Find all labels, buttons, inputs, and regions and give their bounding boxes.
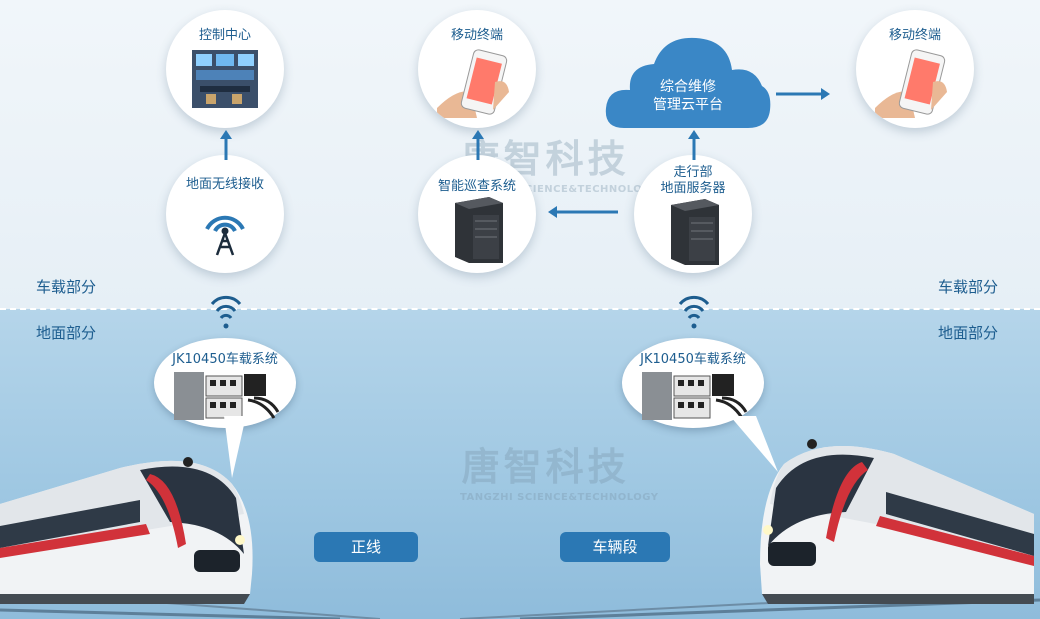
vehicle-section-label-right: 车载部分 <box>938 278 999 296</box>
ground-section-label-left: 地面部分 <box>36 324 97 342</box>
phone-in-hand-icon <box>437 49 509 118</box>
onboard-device-icon <box>642 372 748 420</box>
inspection-system-node: 智能巡查系统 <box>418 155 536 273</box>
cloud-line-2: 管理云平台 <box>653 97 723 113</box>
ground-receiver-label: 地面无线接收 <box>185 177 264 192</box>
ground-section-label-right: 地面部分 <box>938 324 999 342</box>
train-left <box>0 457 253 604</box>
watermark-logo-icon <box>408 456 456 496</box>
inspection-system-label: 智能巡查系统 <box>437 179 516 194</box>
bubble-tail-left <box>224 416 246 478</box>
control-center-label: 控制中心 <box>198 28 251 43</box>
mobile-terminal-label-2: 移动终端 <box>888 28 941 43</box>
mobile-terminal-node-2: 移动终端 <box>856 10 974 128</box>
wifi-icon-right <box>678 295 710 329</box>
cloud-line-1: 综合维修 <box>660 79 716 95</box>
depot-server-node: 走行部 地面服务器 <box>634 155 752 273</box>
server-tower-icon <box>455 197 503 263</box>
cloud-platform-label: 综合维修 管理云平台 <box>604 78 772 114</box>
watermark-en: TANGZHI SCIENCE&TECHNOLOGY <box>460 183 659 195</box>
bubble-tail-right <box>730 416 778 472</box>
mobile-terminal-label-1: 移动终端 <box>450 28 503 43</box>
watermark-bottom: 唐智科技 TANGZHI SCIENCE&TECHNOLOGY <box>408 436 659 503</box>
onboard-system-bubble-left: JK10450车载系统 <box>154 338 296 428</box>
watermark-en: TANGZHI SCIENCE&TECHNOLOGY <box>460 491 659 503</box>
mobile-terminal-node-1: 移动终端 <box>418 10 536 128</box>
train-right <box>760 439 1034 604</box>
depot-server-label: 走行部 地面服务器 <box>660 165 726 196</box>
ground-receiver-node: 地面无线接收 <box>166 155 284 273</box>
onboard-device-icon <box>174 372 280 420</box>
onboard-system-label-left: JK10450车载系统 <box>172 352 278 367</box>
arrow-up-receiver-to-control <box>220 130 232 160</box>
onboard-system-label-right: JK10450车载系统 <box>640 352 746 367</box>
vehicle-section-label-left: 车载部分 <box>36 278 97 296</box>
section-divider <box>0 308 1040 310</box>
arrow-up-inspection-to-mobile <box>472 130 484 160</box>
phone-in-hand-icon <box>875 49 947 118</box>
antenna-tower-icon <box>205 215 245 256</box>
arrow-up-server-to-cloud <box>688 130 700 160</box>
onboard-system-bubble-right: JK10450车载系统 <box>622 338 764 428</box>
arrow-right-cloud-to-mobile <box>776 88 830 100</box>
control-room-icon <box>192 50 258 108</box>
arrow-left-server-to-inspection <box>548 206 618 218</box>
control-center-node: 控制中心 <box>166 10 284 128</box>
wifi-icon-left <box>210 295 242 329</box>
watermark-cn: 唐智科技 <box>461 445 630 489</box>
depot-label: 车辆段 <box>560 532 670 562</box>
cloud-platform-shape <box>605 37 771 128</box>
server-tower-icon <box>671 199 719 265</box>
main-line-label: 正线 <box>314 532 418 562</box>
